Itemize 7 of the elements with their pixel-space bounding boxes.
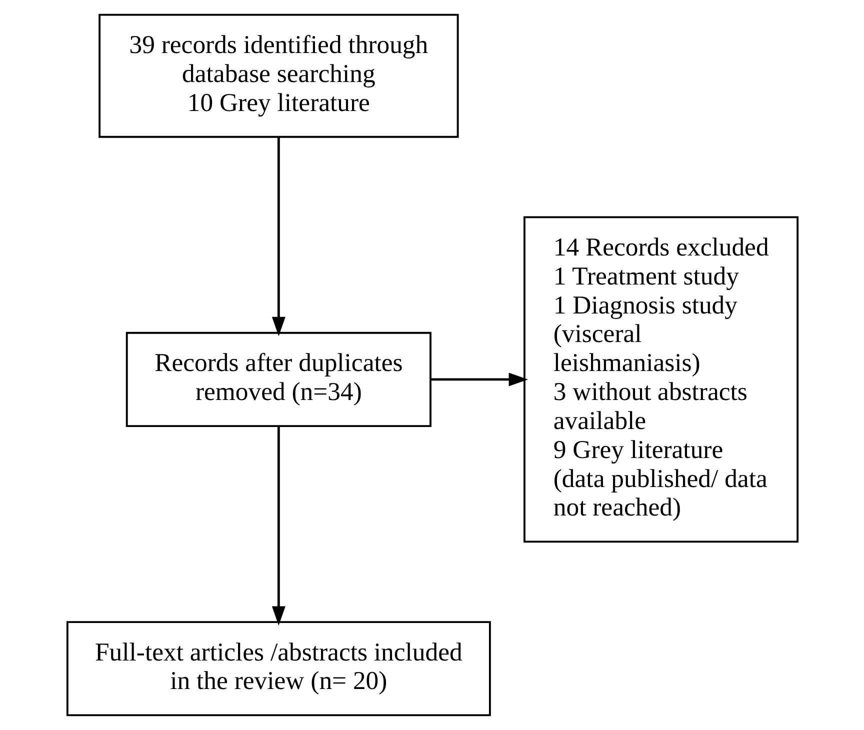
node-box: 14 Records excluded 1 Treatment study 1 Diagnosis study (visceral leishmaniasis) 3 without abstracts available 9 Grey literature (data published/ data not reached) (523, 216, 798, 543)
arrow (271, 426, 285, 626)
arrow (430, 372, 528, 386)
node-box: Records after duplicates removed (n=34) (125, 332, 431, 427)
node-box: Full-text articles /abstracts included in the review (n= 20) (66, 621, 490, 716)
arrow (271, 138, 285, 336)
node-box: 39 records identified through database searching 10 Grey literature (98, 14, 458, 138)
